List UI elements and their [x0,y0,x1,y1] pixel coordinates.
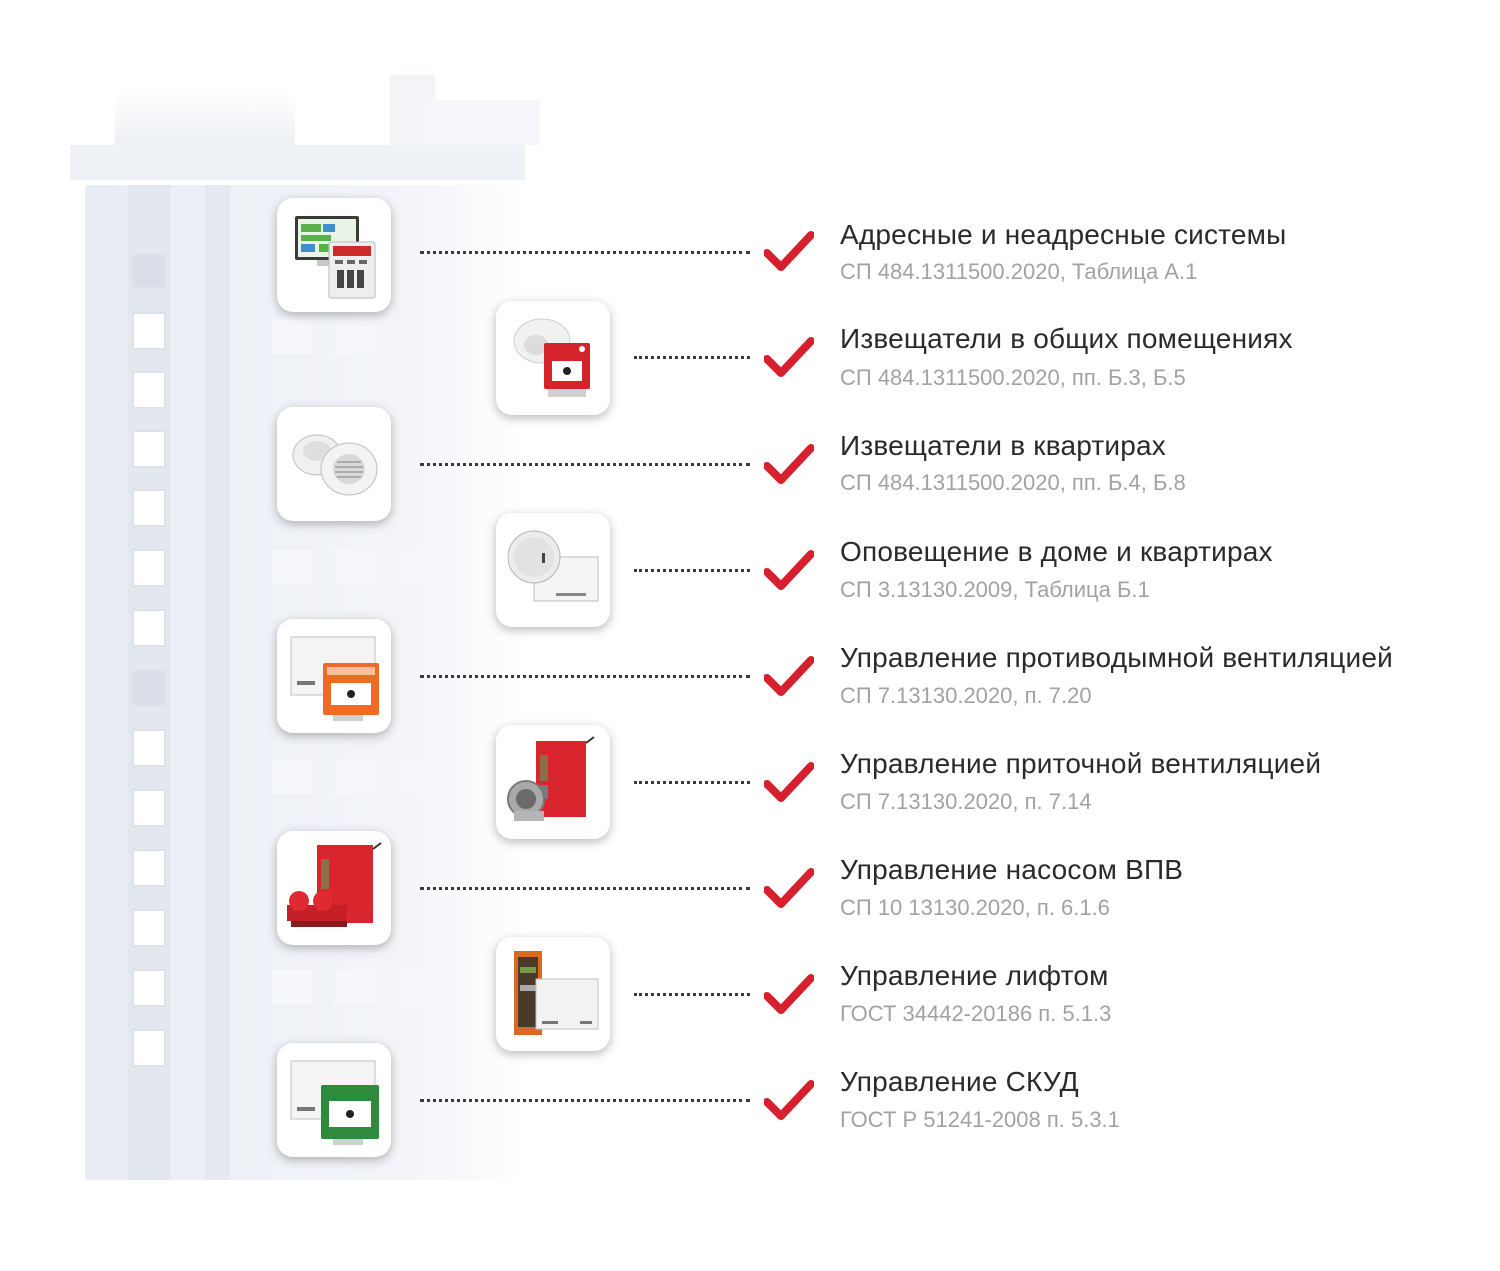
smoke-detector-icon [277,407,391,521]
item-subtitle: ГОСТ Р 51241-2008 п. 5.3.1 [840,1107,1120,1132]
connector-dots [420,463,750,466]
item-title: Оповещение в доме и квартирах [840,536,1273,567]
elevator-module-icon [496,937,610,1051]
list-item: Управление приточной вентиляцией СП 7.13… [0,0,1500,839]
item-subtitle: СП 484.1311500.2020, пп. Б.3, Б.5 [840,365,1186,390]
door-release-button-icon [277,1043,391,1157]
item-title: Управление СКУД [840,1066,1079,1097]
connector-dots [420,675,750,678]
control-panel-icon [277,198,391,312]
checkmark-icon [764,444,814,484]
item-title: Извещатели в квартирах [840,430,1167,461]
list-item: Управление насосом ВПВ СП 10 13130.2020,… [0,0,1500,945]
item-subtitle: СП 10 13130.2020, п. 6.1.6 [840,895,1110,920]
checkmark-icon [764,868,814,908]
item-subtitle: СП 7.13130.2020, п. 7.20 [840,683,1092,708]
manual-call-point-icon [496,301,610,415]
fan-cabinet-icon [496,725,610,839]
checkmark-icon [764,550,814,590]
list-item: Управление противодымной вентиляцией СП … [0,0,1500,733]
item-subtitle: СП 484.1311500.2020, пп. Б.4, Б.8 [840,470,1186,495]
item-subtitle: СП 484.1311500.2020, Таблица А.1 [840,259,1198,284]
siren-module-icon [496,513,610,627]
connector-dots [420,251,750,254]
connector-dots [634,356,750,359]
list-item: Оповещение в доме и квартирах СП 3.13130… [0,0,1500,627]
list-item: Извещатели в общих помещениях СП 484.131… [0,0,1500,415]
item-title: Адресные и неадресные системы [840,219,1287,250]
checkmark-icon [764,656,814,696]
checkmark-icon [764,231,814,271]
item-subtitle: ГОСТ 34442-20186 п. 5.1.3 [840,1001,1112,1026]
building-background [70,75,540,1180]
smoke-vent-button-icon [277,619,391,733]
item-title: Извещатели в общих помещениях [840,323,1293,354]
connector-dots [634,569,750,572]
item-title: Управление противодымной вентиляцией [840,642,1393,673]
pump-cabinet-icon [277,831,391,945]
item-subtitle: СП 3.13130.2009, Таблица Б.1 [840,577,1150,602]
checkmark-icon [764,1080,814,1120]
item-title: Управление лифтом [840,960,1109,991]
connector-dots [634,781,750,784]
list-item: Управление СКУД ГОСТ Р 51241-2008 п. 5.3… [0,0,1500,1157]
list-item: Адресные и неадресные системы СП 484.131… [0,0,1500,312]
checkmark-icon [764,762,814,802]
connector-dots [420,887,750,890]
checkmark-icon [764,974,814,1014]
item-title: Управление насосом ВПВ [840,854,1184,885]
connector-dots [420,1099,750,1102]
list-item: Извещатели в квартирах СП 484.1311500.20… [0,0,1500,521]
item-subtitle: СП 7.13130.2020, п. 7.14 [840,789,1092,814]
item-title: Управление приточной вентиляцией [840,748,1322,779]
connector-dots [634,993,750,996]
list-item: Управление лифтом ГОСТ 34442-20186 п. 5.… [0,0,1500,1051]
checkmark-icon [764,337,814,377]
